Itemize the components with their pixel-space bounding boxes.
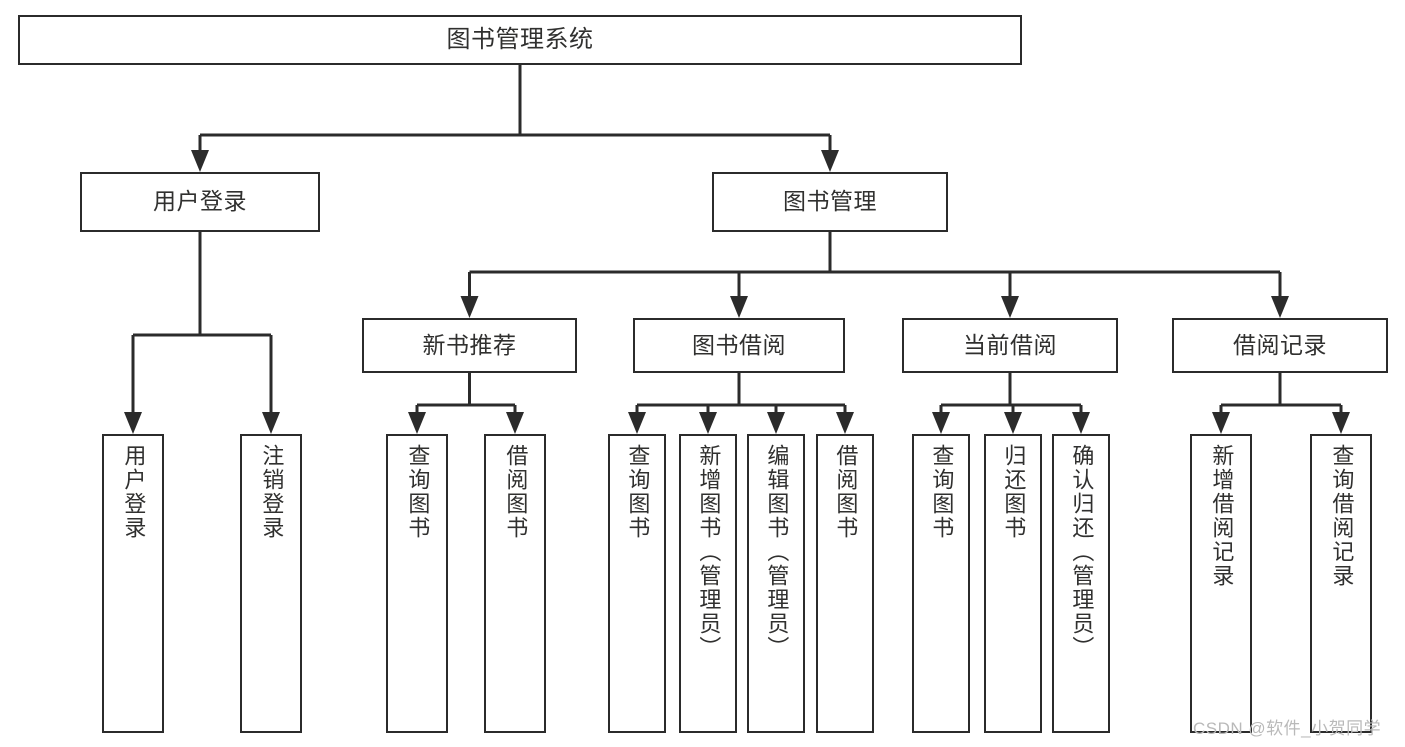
node-label-leaf-edit-book: 编辑图书（管理员）: [764, 444, 790, 660]
arrowhead-leaf-add-book: [699, 412, 717, 434]
node-leaf-query-book-borrow[interactable]: 查询图书: [608, 434, 666, 733]
arrowhead-leaf-return-book: [1004, 412, 1022, 434]
node-label-leaf-borrow-book: 借阅图书: [833, 444, 859, 540]
node-label-leaf-add-borrow-record: 新增借阅记录: [1209, 444, 1235, 588]
node-leaf-return-book[interactable]: 归还图书: [984, 434, 1042, 733]
node-label-borrow-record: 借阅记录: [1233, 331, 1327, 358]
node-label-leaf-user-logout: 注销登录: [259, 444, 285, 540]
arrowhead-leaf-query-borrow-record: [1332, 412, 1350, 434]
node-root[interactable]: 图书管理系统: [18, 15, 1022, 65]
node-leaf-borrow-book[interactable]: 借阅图书: [816, 434, 874, 733]
node-leaf-user-logout[interactable]: 注销登录: [240, 434, 302, 733]
node-user-login[interactable]: 用户登录: [80, 172, 320, 232]
node-label-leaf-confirm-return: 确认归还（管理员）: [1069, 444, 1095, 660]
node-leaf-confirm-return[interactable]: 确认归还（管理员）: [1052, 434, 1110, 733]
node-label-book-management: 图书管理: [783, 188, 877, 215]
arrowhead-book-borrow: [730, 296, 748, 318]
node-label-leaf-add-book: 新增图书（管理员）: [696, 444, 722, 660]
node-label-current-borrow: 当前借阅: [963, 331, 1057, 358]
node-label-root: 图书管理系统: [446, 25, 594, 53]
node-label-leaf-query-borrow-record: 查询借阅记录: [1329, 444, 1355, 588]
node-label-leaf-query-book-borrow: 查询图书: [625, 444, 651, 540]
node-borrow-record[interactable]: 借阅记录: [1172, 318, 1388, 373]
arrowhead-user-login: [191, 150, 209, 172]
arrowhead-leaf-add-borrow-record: [1212, 412, 1230, 434]
arrowhead-current-borrow: [1001, 296, 1019, 318]
arrowhead-borrow-record: [1271, 296, 1289, 318]
node-label-leaf-return-book: 归还图书: [1001, 444, 1027, 540]
node-book-management[interactable]: 图书管理: [712, 172, 948, 232]
arrowhead-leaf-query-book-current: [932, 412, 950, 434]
node-label-leaf-query-book-recommend: 查询图书: [405, 444, 431, 540]
arrowhead-leaf-borrow-book: [836, 412, 854, 434]
node-leaf-edit-book[interactable]: 编辑图书（管理员）: [747, 434, 805, 733]
node-leaf-borrow-book-recommend[interactable]: 借阅图书: [484, 434, 546, 733]
node-label-new-book-recommend: 新书推荐: [422, 331, 517, 358]
arrowhead-leaf-query-book-borrow: [628, 412, 646, 434]
node-leaf-query-book-recommend[interactable]: 查询图书: [386, 434, 448, 733]
arrowhead-leaf-user-logout: [262, 412, 280, 434]
node-leaf-query-borrow-record[interactable]: 查询借阅记录: [1310, 434, 1372, 733]
node-new-book-recommend[interactable]: 新书推荐: [362, 318, 577, 373]
node-label-leaf-query-book-current: 查询图书: [929, 444, 955, 540]
arrowhead-book-management: [821, 150, 839, 172]
node-label-leaf-borrow-book-recommend: 借阅图书: [503, 444, 529, 540]
node-label-book-borrow: 图书借阅: [692, 331, 786, 358]
arrowhead-leaf-borrow-book-recommend: [506, 412, 524, 434]
node-book-borrow[interactable]: 图书借阅: [633, 318, 845, 373]
arrowhead-new-book-recommend: [460, 296, 479, 318]
node-leaf-add-borrow-record[interactable]: 新增借阅记录: [1190, 434, 1252, 733]
node-leaf-query-book-current[interactable]: 查询图书: [912, 434, 970, 733]
arrowhead-leaf-query-book-recommend: [408, 412, 426, 434]
node-current-borrow[interactable]: 当前借阅: [902, 318, 1118, 373]
arrowhead-leaf-user-login: [124, 412, 142, 434]
node-label-leaf-user-login: 用户登录: [121, 444, 147, 540]
node-label-user-login: 用户登录: [153, 188, 247, 215]
node-leaf-add-book[interactable]: 新增图书（管理员）: [679, 434, 737, 733]
node-leaf-user-login[interactable]: 用户登录: [102, 434, 164, 733]
arrowhead-leaf-edit-book: [767, 412, 785, 434]
arrowhead-leaf-confirm-return: [1072, 412, 1090, 434]
